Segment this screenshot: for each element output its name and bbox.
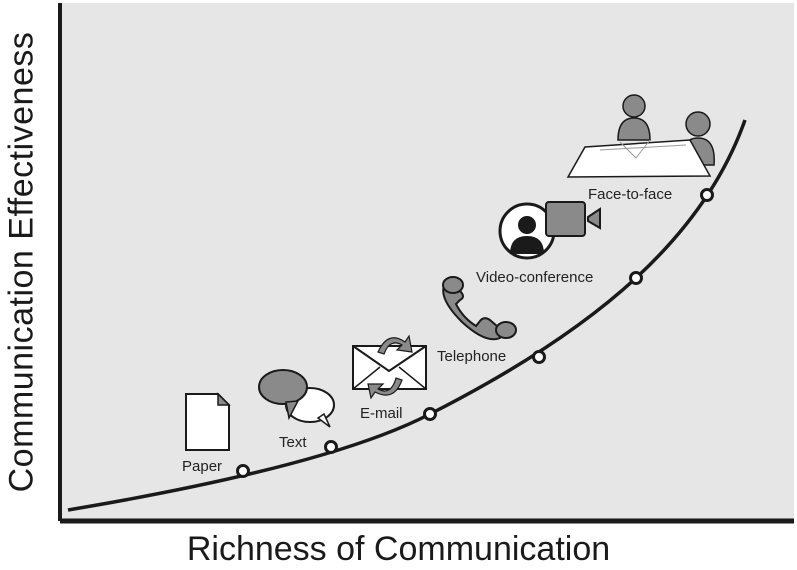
envelope-icon xyxy=(352,334,427,400)
marker-telephone xyxy=(532,350,546,364)
label-email: E-mail xyxy=(360,405,403,422)
marker-text xyxy=(324,440,338,454)
telephone-icon xyxy=(442,276,517,341)
marker-paper xyxy=(236,464,250,478)
y-axis-title: Communication Effectiveness xyxy=(2,31,41,493)
meeting-people-icon xyxy=(566,94,715,178)
label-face-to-face: Face-to-face xyxy=(588,186,672,203)
label-paper: Paper xyxy=(182,458,222,475)
paper-icon xyxy=(185,392,231,451)
plot-panel xyxy=(60,3,794,521)
label-telephone: Telephone xyxy=(437,348,506,365)
label-text: Text xyxy=(279,434,307,451)
effectiveness-curve xyxy=(67,119,747,512)
x-axis-title: Richness of Communication xyxy=(186,530,611,568)
video-camera-icon xyxy=(498,201,601,260)
speech-bubbles-icon xyxy=(258,369,335,428)
marker-email xyxy=(423,407,437,421)
marker-face-to-face xyxy=(700,188,714,202)
marker-video-conference xyxy=(629,271,643,285)
label-video-conference: Video-conference xyxy=(476,269,593,286)
